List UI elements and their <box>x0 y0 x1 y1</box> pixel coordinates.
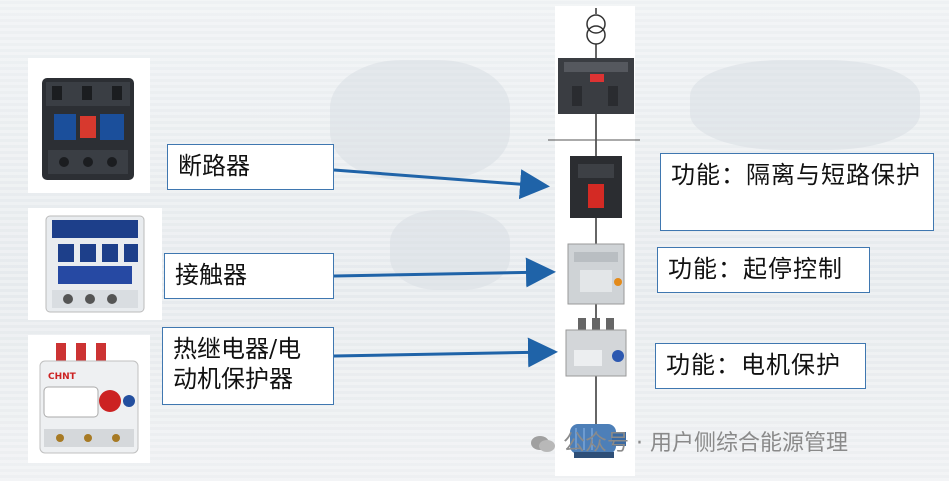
contactor-icon <box>45 215 145 313</box>
function-breaker: 功能：隔离与短路保护 <box>660 153 934 231</box>
wechat-icon <box>530 434 556 454</box>
watermark-text: 公众号 · 用户侧综合能源管理 <box>563 431 848 456</box>
function-contactor-text: 功能：起停控制 <box>668 255 843 283</box>
function-breaker-text: 功能：隔离与短路保护 <box>671 161 921 189</box>
circuit-breaker-icon <box>42 78 134 180</box>
label-contactor: 接触器 <box>164 253 334 299</box>
map-shape <box>390 210 510 290</box>
function-contactor: 功能：起停控制 <box>657 247 870 293</box>
function-relay-text: 功能：电机保护 <box>666 351 841 379</box>
map-shape <box>330 60 510 180</box>
arrow-contactor <box>333 257 556 288</box>
breaker-photo <box>28 58 150 193</box>
relay-photo: CHNT <box>28 335 150 463</box>
label-relay-text: 热继电器/电动机保护器 <box>173 335 302 393</box>
arrow-relay <box>333 337 558 368</box>
thermal-relay-icon: CHNT <box>39 343 139 454</box>
label-breaker: 断路器 <box>167 144 334 190</box>
contactor-photo <box>28 208 162 320</box>
label-relay: 热继电器/电动机保护器 <box>162 327 334 405</box>
function-relay: 功能：电机保护 <box>655 343 866 389</box>
brand-logo-text: CHNT <box>48 372 77 382</box>
label-contactor-text: 接触器 <box>175 261 247 289</box>
watermark: 公众号 · 用户侧综合能源管理 <box>530 425 848 457</box>
label-breaker-text: 断路器 <box>178 152 250 180</box>
arrow-breaker <box>333 168 550 200</box>
map-shape <box>690 60 920 150</box>
